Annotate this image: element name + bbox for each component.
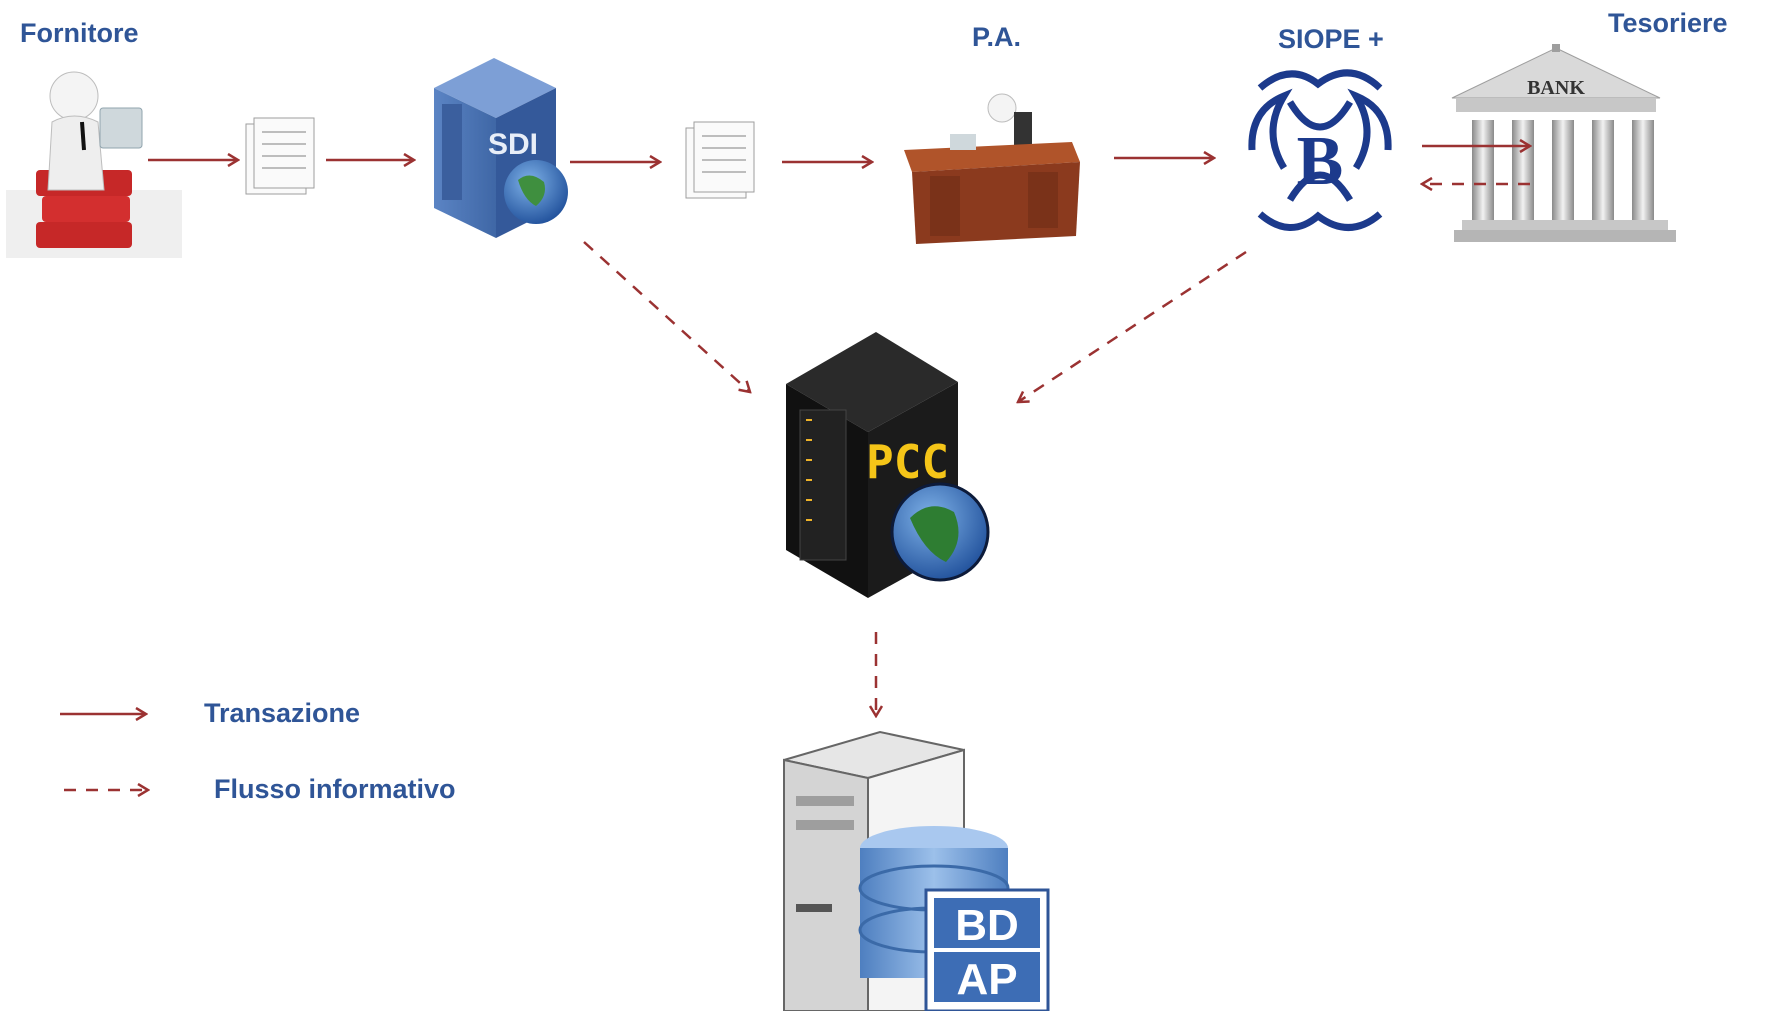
siope-label: SIOPE + [1278, 24, 1384, 54]
sdi-server-icon: SDI [434, 58, 568, 238]
pcc-label: PCC [866, 435, 949, 489]
legend-transaction-label: Transazione [204, 698, 361, 728]
svg-text:B: B [1297, 123, 1344, 200]
pcc-server-icon: PCC [786, 332, 990, 598]
info-flow-arrow [1018, 250, 1247, 402]
sdi-label: SDI [488, 128, 538, 161]
banca-italia-logo-icon: B [1248, 69, 1392, 231]
bank-label: BANK [1527, 77, 1585, 99]
supplier-person-icon [6, 71, 182, 258]
invoice-document-icon [685, 121, 755, 199]
invoice-document-icon [245, 117, 315, 195]
bdap-label-top: BD [955, 901, 1019, 950]
legend-info-flow-label: Flusso informativo [214, 774, 456, 804]
fornitore-label: Fornitore [20, 18, 139, 48]
bank-building-icon: BANK [1451, 44, 1676, 242]
info-flow-arrow [583, 241, 750, 392]
tesoriere-label: Tesoriere [1608, 8, 1728, 38]
pa-label: P.A. [972, 22, 1022, 52]
bdap-label-bottom: AP [956, 955, 1017, 1004]
public-administration-desk-icon [904, 93, 1080, 244]
legend [60, 714, 148, 790]
bdap-database-server-icon: BD AP [783, 730, 1050, 1011]
